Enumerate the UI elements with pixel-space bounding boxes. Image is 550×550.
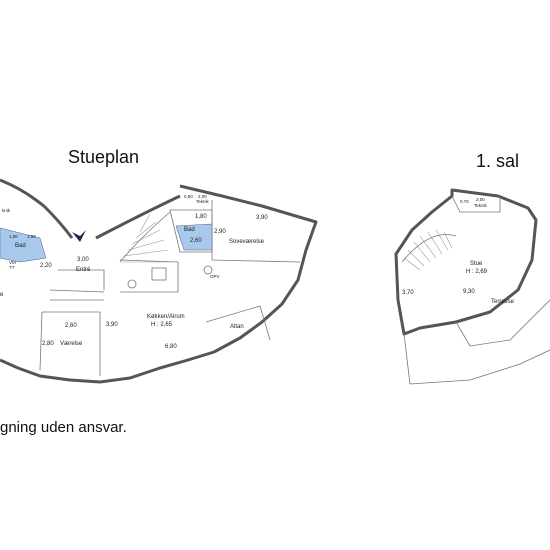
label-dim-280: 2,80 xyxy=(42,341,54,347)
inner-wall-kitchen xyxy=(119,259,179,293)
label-bath-left-dim-a: 1,90 xyxy=(9,234,18,239)
first-floor-terrace-outline xyxy=(403,299,550,385)
label-entre-dim: 3,00 xyxy=(77,257,89,263)
central-arc-wall xyxy=(95,194,181,240)
first-floor-inner-wall xyxy=(451,195,501,213)
first-floor-outer-wall xyxy=(394,188,538,336)
ground-floor-title: Stueplan xyxy=(68,147,139,167)
label-stue: Stue xyxy=(470,261,483,267)
opv-icon xyxy=(203,265,213,275)
label-dim-370: 3,70 xyxy=(402,290,414,296)
ground-floor-stairs xyxy=(119,211,171,263)
inner-wall-bedroom xyxy=(211,200,301,263)
label-soveværelse: Soveværelse xyxy=(229,239,265,245)
label-teknik-top-a: 0,50 xyxy=(184,194,193,199)
label-teknik: Teknik xyxy=(474,203,488,208)
label-left-edge: e xyxy=(0,292,4,298)
label-terrasse: Terrasse xyxy=(491,299,515,305)
ground-floor-plan: knik 1,90 1,90 Bad VM TT 2,20 3,00 Entré… xyxy=(0,178,318,384)
label-dim-390-top: 3,90 xyxy=(256,215,268,221)
first-floor-stairs xyxy=(401,229,457,271)
label-dim-200: 2,00 xyxy=(476,197,485,202)
label-bath-right: Bad xyxy=(184,227,195,233)
label-bath-right-dim-a: 1,80 xyxy=(195,214,207,220)
label-stue-height: H : 2,69 xyxy=(466,269,488,275)
label-teknik-top-b: 2,00 xyxy=(198,194,207,199)
inner-wall-entry xyxy=(58,269,105,290)
label-dim-260: 2,60 xyxy=(65,323,77,329)
label-teknik-left: knik xyxy=(2,208,11,213)
label-dim-390-mid: 3,90 xyxy=(106,322,118,328)
label-dim-220: 2,20 xyxy=(40,263,52,269)
left-wing-inner-curve xyxy=(42,204,74,239)
sink-icon xyxy=(127,279,137,289)
label-vaerelse: Værelse xyxy=(60,341,83,347)
label-dim-070: 0,70 xyxy=(460,199,469,204)
label-teknik-top: Teknik xyxy=(196,199,210,204)
label-dim-290: 2,90 xyxy=(214,229,226,235)
label-entre: Entré xyxy=(76,267,91,273)
entry-arrow-icon xyxy=(72,230,86,242)
label-bath-right-dim-b: 2,60 xyxy=(190,238,202,244)
label-dim-930: 9,30 xyxy=(463,289,475,295)
label-opv: OPV xyxy=(210,274,220,279)
label-bath-left-dim-b: 1,90 xyxy=(27,234,36,239)
first-floor-title: 1. sal xyxy=(476,151,519,171)
inner-wall-corridor xyxy=(49,289,105,301)
left-bath-area xyxy=(0,227,47,263)
right-wing-outer-wall xyxy=(0,184,318,384)
first-floor-plan: 0,70 2,00 Teknik Stue H : 2,69 3,70 9,30… xyxy=(394,188,550,385)
right-bath-area xyxy=(175,223,213,251)
disclaimer-text: gning uden ansvar. xyxy=(0,419,127,436)
label-kitchen-height: H : 2,65 xyxy=(151,322,173,328)
label-bath-left: Bad xyxy=(15,243,26,249)
label-kitchen: Køkken/Alrum xyxy=(147,314,185,320)
label-vm-left-b: TT xyxy=(9,265,15,270)
inner-wall-room xyxy=(39,311,101,376)
stove-icon xyxy=(151,267,167,281)
inner-wall-altan xyxy=(205,305,271,341)
label-altan: Altan xyxy=(230,324,244,330)
left-wing-outer-wall xyxy=(0,178,45,208)
label-dim-680: 6,80 xyxy=(165,344,177,350)
label-vm-left: VM xyxy=(9,260,16,265)
